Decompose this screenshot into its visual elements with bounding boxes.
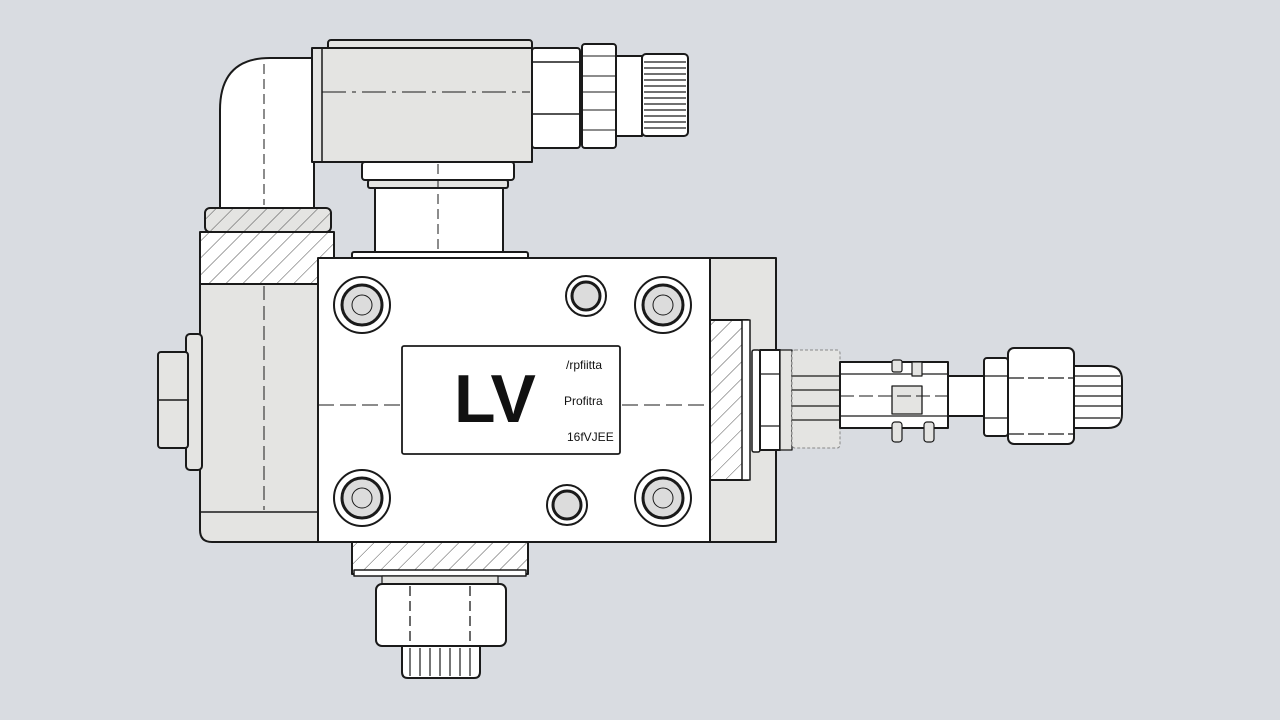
small-bolt-icon	[565, 275, 607, 317]
left-flange-section	[199, 207, 335, 543]
mounting-bolts	[333, 275, 692, 527]
bolt-icon	[634, 469, 692, 527]
bottom-flange-section	[351, 541, 529, 585]
bolt-icon	[634, 276, 692, 334]
bottom-knurled-cap	[401, 645, 481, 679]
hex-nut-top	[531, 43, 643, 149]
bottom-hex-nut	[375, 583, 507, 647]
bolt-icon	[333, 469, 391, 527]
bolt-icon	[333, 276, 391, 334]
right-hex-nut	[983, 347, 1075, 445]
nameplate-line-1: /rpfiitta	[566, 358, 602, 372]
nameplate-code: LV	[454, 361, 536, 437]
knurled-knob-top	[641, 53, 689, 137]
nameplate-line-3: 16fVJEE	[567, 430, 614, 444]
solenoid-housing	[311, 39, 533, 163]
right-stem-assembly	[751, 349, 985, 453]
nameplate-line-2: Profitra	[564, 394, 603, 408]
left-side-nut	[157, 333, 203, 471]
bonnet-stem	[351, 161, 529, 261]
elbow-fitting	[219, 57, 315, 209]
right-knurled-end	[1073, 365, 1123, 429]
nameplate	[401, 345, 621, 455]
small-bolt-icon	[546, 484, 588, 526]
